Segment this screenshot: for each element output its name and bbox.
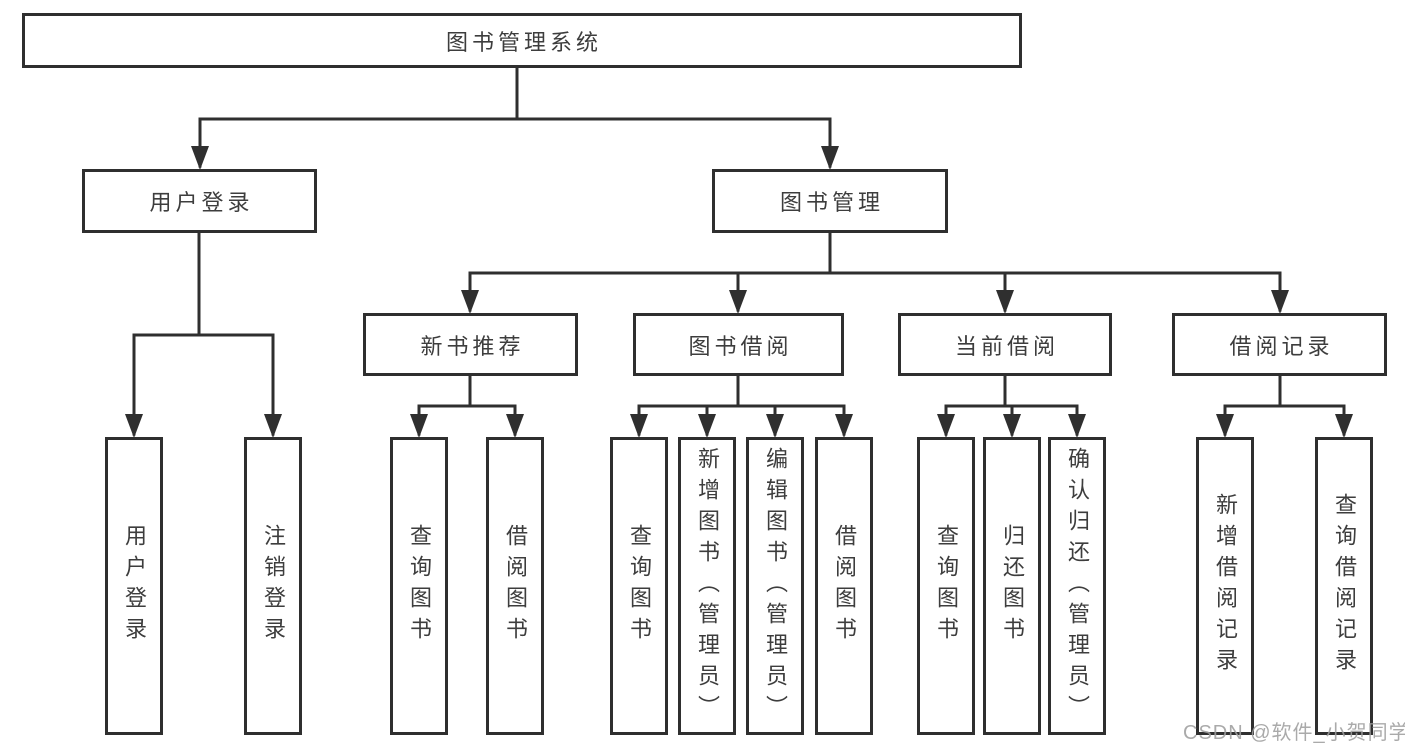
leaf-logout: 注销登录 bbox=[244, 437, 302, 735]
leaf-edit-book-admin: 编辑图书（管理员） bbox=[746, 437, 804, 735]
leaf-borrow-book-label: 借阅图书 bbox=[832, 524, 857, 648]
leaf-recommend-query-books: 查询图书 bbox=[390, 437, 448, 735]
leaf-edit-book-admin-label: 编辑图书（管理员） bbox=[763, 446, 788, 726]
node-borrow-records: 借阅记录 bbox=[1172, 313, 1387, 376]
leaf-borrow-book: 借阅图书 bbox=[815, 437, 873, 735]
node-book-management-label: 图书管理 bbox=[779, 190, 884, 215]
leaf-confirm-return-admin-label: 确认归还（管理员） bbox=[1065, 446, 1090, 726]
leaf-recommend-query-books-label: 查询图书 bbox=[407, 524, 432, 648]
leaf-user-login: 用户登录 bbox=[105, 437, 163, 735]
leaf-borrow-query-books: 查询图书 bbox=[610, 437, 668, 735]
node-book-borrow: 图书借阅 bbox=[633, 313, 844, 376]
leaf-add-book-admin-label: 新增图书（管理员） bbox=[695, 446, 720, 726]
leaf-query-borrow-record-label: 查询借阅记录 bbox=[1332, 493, 1357, 679]
arrowheads bbox=[125, 146, 1353, 438]
leaf-query-borrow-record: 查询借阅记录 bbox=[1315, 437, 1373, 735]
leaf-add-borrow-record-label: 新增借阅记录 bbox=[1213, 493, 1238, 679]
leaf-current-query-books: 查询图书 bbox=[917, 437, 975, 735]
leaf-return-book-label: 归还图书 bbox=[1000, 524, 1025, 648]
node-user-login-label: 用户登录 bbox=[149, 190, 254, 215]
node-new-book-recommend: 新书推荐 bbox=[363, 313, 578, 376]
node-root-system-label: 图书管理系统 bbox=[445, 29, 602, 55]
leaf-logout-label: 注销登录 bbox=[261, 524, 286, 648]
node-book-borrow-label: 图书借阅 bbox=[688, 333, 793, 359]
leaf-add-borrow-record: 新增借阅记录 bbox=[1196, 437, 1254, 735]
leaf-recommend-borrow-books: 借阅图书 bbox=[486, 437, 544, 735]
leaf-user-login-label: 用户登录 bbox=[122, 524, 147, 648]
watermark: CSDN @软件_小贺同学 bbox=[1183, 722, 1405, 744]
leaf-recommend-borrow-books-label: 借阅图书 bbox=[503, 524, 528, 648]
leaf-current-query-books-label: 查询图书 bbox=[934, 524, 959, 648]
leaf-return-book: 归还图书 bbox=[983, 437, 1041, 735]
node-book-management: 图书管理 bbox=[712, 169, 948, 233]
node-root-system: 图书管理系统 bbox=[22, 13, 1022, 68]
node-current-borrow-label: 当前借阅 bbox=[954, 333, 1059, 359]
leaf-borrow-query-books-label: 查询图书 bbox=[627, 524, 652, 648]
leaf-add-book-admin: 新增图书（管理员） bbox=[678, 437, 736, 735]
node-user-login: 用户登录 bbox=[82, 169, 317, 233]
node-new-book-recommend-label: 新书推荐 bbox=[420, 333, 525, 359]
node-current-borrow: 当前借阅 bbox=[898, 313, 1112, 376]
node-borrow-records-label: 借阅记录 bbox=[1229, 333, 1334, 359]
leaf-confirm-return-admin: 确认归还（管理员） bbox=[1048, 437, 1106, 735]
